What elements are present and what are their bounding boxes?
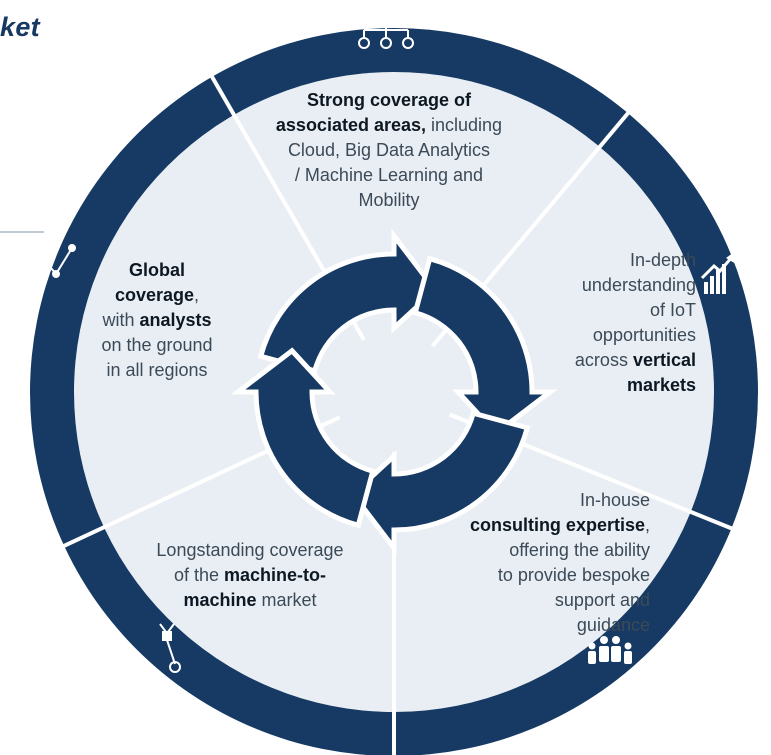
segment-line: in all regions	[62, 358, 252, 383]
segment-line: machine market	[120, 588, 380, 613]
body-text: In-house	[579, 490, 650, 510]
segment-line: consulting expertise,	[400, 513, 650, 538]
body-text: of IoT	[649, 300, 696, 320]
body-text: to provide bespoke	[497, 565, 650, 585]
segment-line: / Machine Learning and	[224, 163, 554, 188]
team-people-icon	[588, 636, 632, 664]
globe-route-icon	[34, 244, 76, 296]
bold-text: machine	[183, 590, 257, 610]
segment-text-right: In-depth understanding of IoT opportunities…	[500, 248, 696, 398]
body-text: ,	[194, 285, 200, 305]
segment-text-top: Strong coverage of associated areas, incl…	[224, 88, 554, 213]
robot-arm-icon	[159, 623, 181, 673]
segment-line: across vertical	[500, 348, 696, 373]
bold-text: Global	[128, 260, 185, 280]
body-text: Mobility	[358, 190, 420, 210]
body-text: Cloud, Big Data Analytics	[287, 140, 491, 160]
segment-line: associated areas, including	[224, 113, 554, 138]
body-text: across	[574, 350, 633, 370]
segment-line: Mobility	[224, 188, 554, 213]
cycle-arrow	[349, 410, 531, 556]
cycle-arrow	[257, 228, 439, 374]
segment-line: Cloud, Big Data Analytics	[224, 138, 554, 163]
segment-line: guidance	[400, 613, 650, 638]
body-text: offering the ability	[509, 540, 650, 560]
segment-line: Strong coverage of	[224, 88, 554, 113]
body-text: guidance	[576, 615, 650, 635]
network-hierarchy-icon	[358, 10, 414, 49]
segment-line: Longstanding coverage	[120, 538, 380, 563]
body-text: ,	[644, 515, 650, 535]
segment-line: to provide bespoke	[400, 563, 650, 588]
bold-text: Strong coverage of	[306, 90, 472, 110]
segment-text-bottom-left: Longstanding coverage of the machine-to-m…	[120, 538, 380, 613]
segment-line: with analysts	[62, 308, 252, 333]
cycle-arrows	[230, 228, 558, 556]
bold-text: associated areas,	[275, 115, 427, 135]
segment-line: coverage,	[62, 283, 252, 308]
segment-line: In-depth	[500, 248, 696, 273]
segment-line: understanding	[500, 273, 696, 298]
body-text: support and	[554, 590, 650, 610]
body-text: market	[256, 590, 317, 610]
segment-line: Global	[62, 258, 252, 283]
body-text: Longstanding coverage	[156, 540, 344, 560]
bold-text: analysts	[139, 310, 212, 330]
bold-text: vertical	[632, 350, 696, 370]
segment-line: of the machine-to-	[120, 563, 380, 588]
body-text: with	[102, 310, 140, 330]
bold-text: machine-to-	[224, 565, 327, 585]
page-title-fragment: ket	[0, 12, 40, 42]
segment-line: markets	[500, 373, 696, 398]
segment-line: offering the ability	[400, 538, 650, 563]
cycle-arrow	[412, 255, 558, 437]
segment-line: support and	[400, 588, 650, 613]
bold-text: coverage	[114, 285, 195, 305]
segment-line: on the ground	[62, 333, 252, 358]
body-text: understanding	[581, 275, 696, 295]
body-text: / Machine Learning and	[294, 165, 484, 185]
segment-line: opportunities	[500, 323, 696, 348]
cycle-arrow	[230, 347, 376, 529]
growth-chart-icon	[700, 252, 736, 294]
body-text: opportunities	[592, 325, 696, 345]
body-text: of the	[173, 565, 225, 585]
segment-line: In-house	[400, 488, 650, 513]
body-text: in all regions	[106, 360, 208, 380]
bold-text: markets	[626, 375, 696, 395]
body-text: including	[426, 115, 503, 135]
body-text: In-depth	[629, 250, 696, 270]
center-disc	[338, 336, 450, 448]
bold-text: consulting expertise	[469, 515, 645, 535]
body-text: on the ground	[101, 335, 213, 355]
segment-line: of IoT	[500, 298, 696, 323]
